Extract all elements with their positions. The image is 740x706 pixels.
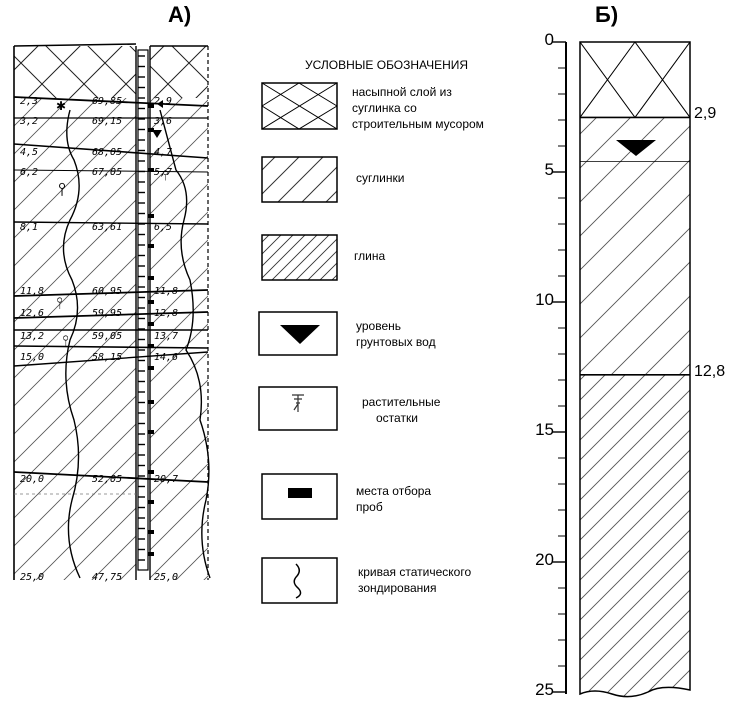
legend-label-fill: насыпной слой из суглинка со строительны… (352, 85, 484, 131)
panel-a-right-depth-label: 4,7 (154, 147, 172, 158)
panel-a-elevation-label: 63,61 (92, 222, 122, 233)
legend-title: УСЛОВНЫЕ ОБОЗНАЧЕНИЯ (305, 58, 469, 72)
panel-a-elevation-label: 68,05 (92, 147, 122, 158)
legend-label-groundwater: уровень грунтовых вод (356, 319, 436, 349)
legend-label-sounding-curve: кривая статического зондирования (358, 565, 472, 595)
depth-tick-label: 20 (535, 550, 554, 569)
panel-a-depth-label: 13,2 (20, 331, 44, 342)
depth-tick-label: 25 (535, 680, 554, 699)
legend-fill-icon (261, 82, 338, 130)
legend-label-sample: места отбора проб (356, 484, 432, 514)
sample-marker (148, 470, 154, 474)
panel-a-right-depth-label: 5,7 (154, 167, 172, 178)
panel-a-right-depth-label: 13,7 (154, 331, 178, 342)
sample-marker (148, 104, 154, 108)
panel-a-right-depth-label: 12,8 (154, 308, 178, 319)
sample-marker (148, 552, 154, 556)
panel-b-title: Б) (595, 2, 619, 27)
sample-marker (148, 400, 154, 404)
panel-a-depth-label: 8,1 (20, 222, 38, 233)
depth-tick-label: 10 (535, 290, 554, 309)
legend-label-plant-remains: растительные остатки (362, 395, 441, 425)
svg-text:✱: ✱ (56, 99, 66, 113)
svg-text:⫯: ⫯ (62, 331, 69, 350)
legend-sounding-curve-icon (261, 557, 338, 604)
sample-marker (148, 344, 154, 348)
soil-layer (580, 42, 690, 118)
legend-plant-remains-icon (258, 386, 338, 431)
panel-a-right-depth-label: 14,6 (154, 352, 178, 363)
sample-marker (148, 530, 154, 534)
panel-a-elevation-label: 52,05 (92, 474, 122, 485)
panel-a-right-depth-label: 6,5 (154, 222, 172, 233)
sample-marker (148, 168, 154, 172)
panel-a-elevation-label: 69,85 (92, 96, 122, 107)
panel-a-depth-label: 3,2 (19, 116, 38, 127)
svg-text:⫯: ⫯ (56, 293, 63, 312)
depth-tick-label: 0 (544, 30, 554, 49)
sample-marker (148, 300, 154, 304)
panel-a-depth-label: 20,0 (20, 474, 44, 485)
svg-text:⫯: ⫯ (162, 168, 168, 184)
soil-layer (580, 117, 690, 375)
boundary-depth-label: 12,8 (694, 362, 726, 380)
groundwater-level-marker (616, 140, 656, 156)
panel-a-elevation-label: 67,05 (92, 167, 122, 178)
panel-a-depth-label: 11,8 (20, 286, 44, 297)
panel-a-elevation-label: 47,75 (92, 572, 122, 583)
panel-a-elevation-label: 59,95 (92, 308, 122, 319)
boundary-depth-label: 2,9 (694, 105, 717, 123)
panel-a-elevation-label: 60,95 (92, 286, 122, 297)
legend-groundwater-icon (258, 311, 338, 356)
panel-a-right-depth-label: 25,0 (154, 572, 178, 583)
soil-layer (580, 374, 690, 697)
depth-tick-label: 15 (535, 420, 554, 439)
panel-a-depth-label: 2,3 (20, 96, 38, 107)
panel-a-title: А) (168, 2, 192, 27)
legend-label-clay: глина (354, 249, 386, 263)
panel-a-elevation-label: 59,05 (92, 331, 122, 342)
sample-marker (148, 128, 154, 132)
panel-a-right-depth-label: 20,7 (154, 474, 178, 485)
sample-marker (148, 322, 154, 326)
panel-a-depth-label: 25,0 (20, 572, 44, 583)
sample-marker (148, 366, 154, 370)
panel-a-right-depth-label: 3,6 (153, 116, 172, 127)
legend-clay-icon (261, 234, 338, 281)
panel-a-depth-label: 15,0 (20, 352, 44, 363)
panel-a-elevation-label: 58,15 (92, 352, 122, 363)
svg-text:⫯: ⫯ (58, 179, 66, 200)
panel-a-right-depth-label: 2,9 (154, 96, 172, 107)
sample-marker (148, 276, 154, 280)
legend-sample-icon (261, 473, 338, 520)
sample-marker (148, 244, 154, 248)
legend-loam-icon (261, 156, 338, 203)
sample-marker (148, 500, 154, 504)
legend-label-loam: суглинки (356, 171, 405, 185)
borehole-column-a: ✱ ⫯ ⫯ ⫯ ⫯ 2,3 3,2 4,5 6,2 8,1 11,8 12,6 13,2 15,… (13, 43, 211, 583)
panel-a-depth-label: 4,5 (20, 147, 38, 158)
depth-tick-label: 5 (544, 160, 554, 179)
panel-a-depth-label: 12,6 (20, 308, 44, 319)
sample-marker (148, 430, 154, 434)
panel-a-right-depth-label: 11,8 (154, 286, 178, 297)
sample-marker (148, 214, 154, 218)
panel-a-depth-label: 6,2 (20, 167, 38, 178)
panel-a-elevation-label: 69,15 (92, 116, 122, 127)
